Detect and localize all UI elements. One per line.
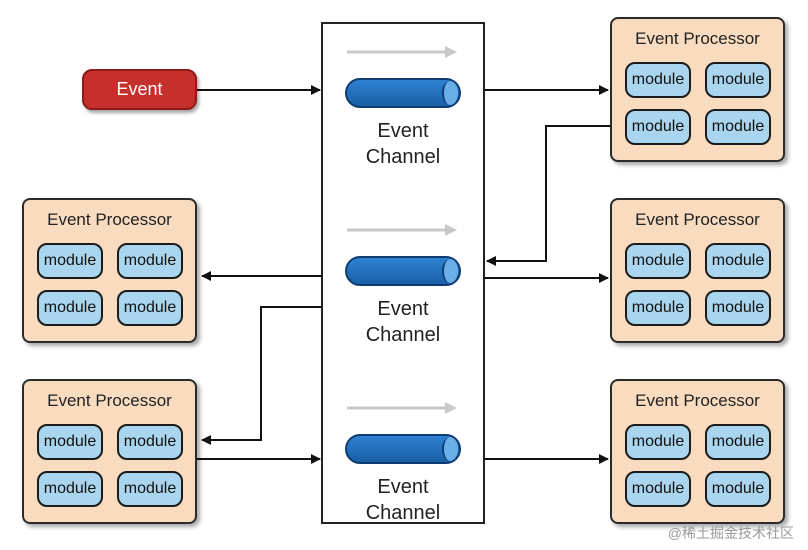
event-processor-mid-left: Event Processor module module module mod… <box>22 198 197 343</box>
module: module <box>37 471 103 507</box>
arrow-processor-tr-to-channel2 <box>486 125 610 266</box>
event-processor-top-right: Event Processor module module module mod… <box>610 17 785 162</box>
watermark: @稀土掘金技术社区 <box>667 525 794 541</box>
module: module <box>117 243 183 279</box>
event-processor-bottom-right: Event Processor module module module mod… <box>610 379 785 524</box>
flow-direction-arrow-icon <box>347 402 457 414</box>
channel-pipe-icon <box>345 256 461 286</box>
module: module <box>705 471 771 507</box>
event-channel-3: Event Channel <box>321 390 485 550</box>
channel-pipe-icon <box>345 78 461 108</box>
module: module <box>625 424 691 460</box>
module: module <box>705 290 771 326</box>
channel-label-line1: Event <box>377 120 429 142</box>
module: module <box>705 243 771 279</box>
event-channel-2: Event Channel <box>321 212 485 372</box>
channel-label-line2: Channel <box>365 324 441 346</box>
module: module <box>705 62 771 98</box>
module: module <box>37 290 103 326</box>
channel-label: Event Channel <box>321 474 485 526</box>
arrow-channel2-to-processor-bl <box>201 306 321 445</box>
processor-title: Event Processor <box>47 210 172 229</box>
module: module <box>37 424 103 460</box>
channel-label-line2: Channel <box>365 502 441 524</box>
module: module <box>37 243 103 279</box>
processor-title: Event Processor <box>635 29 760 48</box>
module: module <box>625 290 691 326</box>
module: module <box>705 109 771 145</box>
flow-direction-arrow-icon <box>347 224 457 236</box>
channel-pipe-icon <box>345 434 461 464</box>
channel-label: Event Channel <box>321 118 485 170</box>
module: module <box>625 243 691 279</box>
channel-label: Event Channel <box>321 296 485 348</box>
event-label: Event <box>116 79 163 99</box>
module: module <box>117 290 183 326</box>
channel-label-line1: Event <box>377 298 429 320</box>
event-node: Event <box>82 69 197 110</box>
module: module <box>625 471 691 507</box>
processor-title: Event Processor <box>47 391 172 410</box>
module: module <box>625 62 691 98</box>
module: module <box>117 471 183 507</box>
channel-label-line2: Channel <box>365 146 441 168</box>
event-processor-mid-right: Event Processor module module module mod… <box>610 198 785 343</box>
event-channel-1: Event Channel <box>321 34 485 194</box>
event-processor-bottom-left: Event Processor module module module mod… <box>22 379 197 524</box>
module: module <box>117 424 183 460</box>
module: module <box>705 424 771 460</box>
processor-title: Event Processor <box>635 391 760 410</box>
channel-label-line1: Event <box>377 476 429 498</box>
flow-direction-arrow-icon <box>347 46 457 58</box>
processor-title: Event Processor <box>635 210 760 229</box>
module: module <box>625 109 691 145</box>
